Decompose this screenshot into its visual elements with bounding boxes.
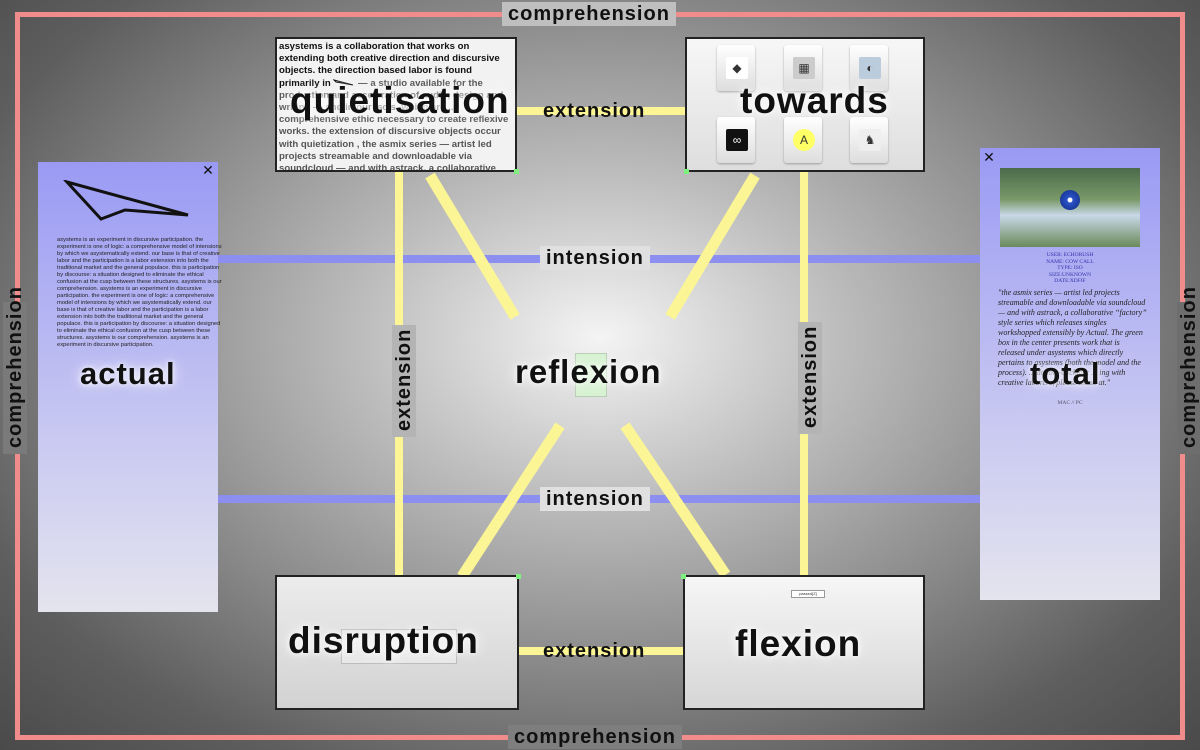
label-intension-lower: intension xyxy=(540,487,650,511)
label-extension-left: extension xyxy=(392,325,416,437)
close-icon[interactable]: ✕ xyxy=(983,149,995,165)
label-intension-upper: intension xyxy=(540,246,650,270)
node-total[interactable]: total xyxy=(1030,356,1101,391)
towards-resize-handle[interactable] xyxy=(684,169,689,174)
asystems-logo-icon xyxy=(332,79,355,87)
disruption-window[interactable] xyxy=(275,575,519,710)
total-footer: MAC // PC xyxy=(1057,400,1083,406)
reflexion-green-box[interactable] xyxy=(575,353,607,397)
flexion-titlebar[interactable]: passed[Z] xyxy=(791,590,825,598)
node-disruption[interactable]: disruption xyxy=(288,620,479,661)
file-icon-4[interactable]: ∞ xyxy=(717,117,755,163)
label-comprehension-top: comprehension xyxy=(502,2,676,26)
file-icon-2[interactable]: ▦ xyxy=(784,45,822,91)
file-icon-6[interactable]: ♞ xyxy=(850,117,888,163)
flexion-window[interactable]: passed[Z] xyxy=(683,575,925,710)
quietisation-resize-handle[interactable] xyxy=(514,169,519,174)
label-extension-top: extension xyxy=(543,100,646,122)
label-comprehension-left: comprehension xyxy=(3,286,27,454)
cd-disc-icon xyxy=(1060,190,1080,210)
flexion-resize-handle[interactable] xyxy=(681,574,686,579)
asystems-logo-icon xyxy=(63,180,189,221)
file-icon-5[interactable]: A xyxy=(784,117,822,163)
disruption-resize-handle[interactable] xyxy=(516,574,521,579)
node-quietisation[interactable]: quietisation xyxy=(290,80,510,121)
disruption-embedded-box xyxy=(341,629,457,664)
node-flexion[interactable]: flexion xyxy=(735,623,862,664)
diag-tl xyxy=(425,172,520,320)
quietisation-window[interactable]: asystems is a collaboration that works o… xyxy=(275,37,517,172)
label-extension-right: extension xyxy=(798,322,822,434)
label-extension-bottom: extension xyxy=(543,640,646,662)
total-body-text: "the asmix series — artist led projects … xyxy=(998,288,1147,387)
label-comprehension-bottom: comprehension xyxy=(508,725,682,749)
total-panel[interactable]: ✕ USER: ECHORUSH NAME: COW CALL TYPE: IS… xyxy=(980,148,1160,600)
waterfall-image xyxy=(1000,168,1140,247)
extension-line-top xyxy=(515,107,687,115)
towards-window[interactable]: ◆ ▦ ◐ ∞ A ♞ xyxy=(685,37,925,172)
extension-line-bottom xyxy=(515,647,687,655)
diag-tr xyxy=(665,172,760,320)
node-towards[interactable]: towards xyxy=(740,80,889,121)
file-icon-1[interactable]: ◆ xyxy=(717,45,755,91)
close-icon[interactable]: ✕ xyxy=(202,162,214,178)
actual-panel[interactable]: ✕ asystems is an experiment in discursiv… xyxy=(38,162,222,612)
node-actual[interactable]: actual xyxy=(80,356,176,391)
quietisation-body-text: asystems is a collaboration that works o… xyxy=(279,41,509,172)
total-meta: USER: ECHORUSH NAME: COW CALL TYPE: ISO … xyxy=(1046,252,1094,284)
file-icon-3[interactable]: ◐ xyxy=(850,45,888,91)
node-reflexion[interactable]: reflexion xyxy=(515,353,662,390)
actual-body-text: asystems is an experiment in discursive … xyxy=(57,237,222,348)
label-comprehension-right: comprehension xyxy=(1177,286,1200,454)
